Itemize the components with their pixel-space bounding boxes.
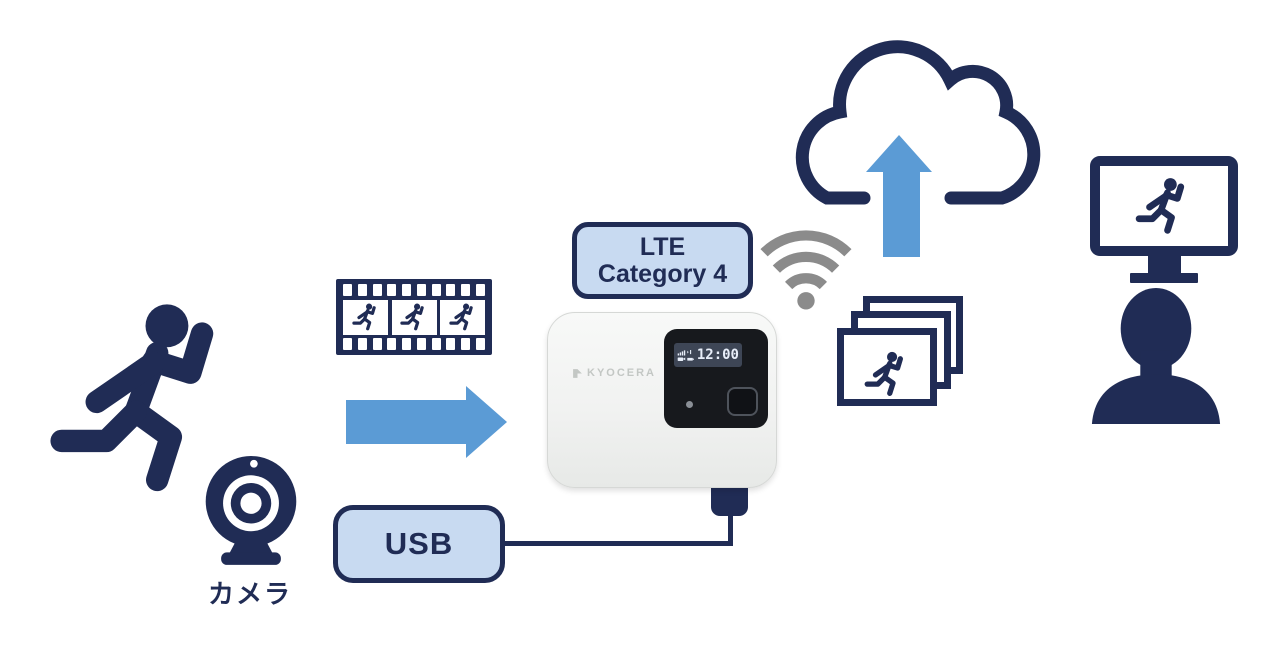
usb-cable-vertical [728,512,733,544]
runner-icon [449,303,477,331]
film-strip-icon [336,279,492,355]
status-icons [677,349,694,361]
film-frame [343,299,388,335]
kyocera-brand: KYOCERA [572,367,656,379]
lte-label-line1: LTE [639,233,686,262]
film-sprockets-top [343,284,485,296]
runner-icon [352,303,380,331]
lte-router-device: KYOCERA 12:00 [547,312,777,488]
lte-category-label: LTE Category 4 [572,222,753,299]
kyocera-brand-text: KYOCERA [587,367,657,379]
device-clock: 12:00 [696,347,739,363]
device-led [686,401,693,408]
wifi-icon [760,230,852,310]
monitor-screen [1090,156,1238,256]
film-frame [440,299,485,335]
device-power-button[interactable] [727,387,758,416]
kyocera-logo-icon [573,368,582,378]
film-frames [343,299,485,335]
monitor-neck [1147,256,1181,273]
usb-label-text: USB [384,526,454,561]
monitor-base [1130,273,1198,283]
monitor-icon [1090,156,1238,283]
cloud-upload-group [795,40,1041,257]
runner-icon [864,349,910,399]
lte-label-line2: Category 4 [597,259,728,288]
upload-arrow-icon [866,135,932,257]
flow-arrow-icon [346,386,507,458]
device-control-panel: 12:00 [664,329,768,428]
film-sprockets-bottom [343,338,485,350]
usb-cable-horizontal [500,541,733,546]
camera-label: カメラ [207,579,292,609]
runner-icon [400,303,428,331]
device-display: 12:00 [674,343,742,367]
webcam-icon [205,456,297,565]
cloud-icon [795,40,1041,205]
runner-icon [1135,177,1193,235]
film-frame [391,299,437,335]
usb-label: USB [333,505,505,583]
photo-stack-icon [836,294,1001,412]
photo-frame-front [837,328,937,406]
viewer-person-icon [1091,288,1221,424]
